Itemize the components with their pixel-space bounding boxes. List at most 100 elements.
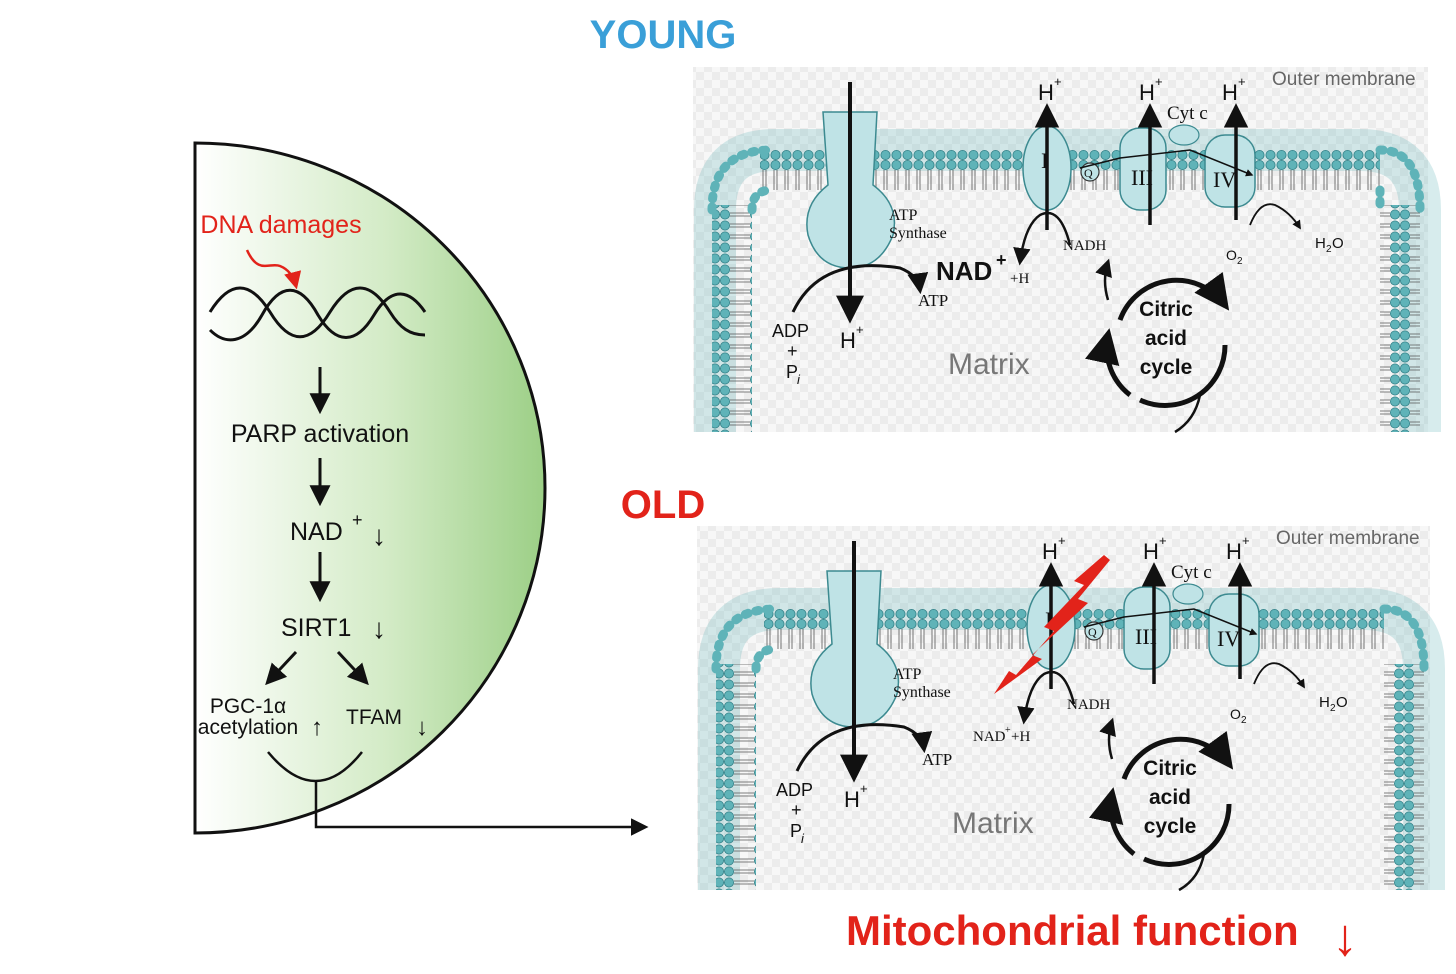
pi-label: P: [786, 362, 798, 382]
matrix-label: Matrix: [948, 348, 1030, 381]
pgc-label-line1: PGC-1α: [210, 695, 286, 718]
citric-label-1: Citric: [1139, 298, 1193, 321]
h2o-label-o: O: [1332, 235, 1344, 252]
damage-squiggle-arrow: [245, 249, 302, 290]
citric-acid-cycle: [1085, 258, 1230, 434]
pgc-label-line2: acetylation: [198, 716, 298, 739]
o2-label: O: [1230, 706, 1241, 722]
complex-iv-h-plus: +: [1242, 533, 1250, 548]
complex-i-label: I: [1041, 148, 1048, 173]
complex-iv-h-label: H: [1222, 80, 1238, 105]
o2-to-h2o-arrow: [1253, 662, 1305, 689]
citric-acid-cycle: [1089, 717, 1234, 892]
coenzyme-q-label: Q: [1084, 166, 1093, 180]
o2-subscript: 2: [1237, 256, 1243, 267]
old-header: OLD: [621, 483, 705, 527]
complex-iii-label: III: [1135, 624, 1157, 649]
adp-to-atp-arrow: [795, 723, 933, 772]
complex-i-label: I: [1045, 607, 1052, 632]
pi-subscript: i: [801, 831, 805, 846]
complex-i-h-plus: +: [1054, 74, 1062, 89]
complex-iv-label: IV: [1213, 167, 1236, 192]
complex-i-h-label: H: [1042, 539, 1058, 564]
complex-iii-protein: [1119, 127, 1167, 211]
parp-label: PARP activation: [231, 420, 409, 448]
outer-membrane-label: Outer membrane: [1276, 528, 1420, 549]
complex-iv-protein: [1204, 134, 1256, 208]
matrix-h-plus: +: [860, 781, 868, 796]
nadh-to-nad-arrow: [1013, 211, 1072, 266]
complex-iii-h-label: H: [1143, 539, 1159, 564]
atp-label: ATP: [918, 291, 948, 310]
h2o-label-o: O: [1336, 694, 1348, 711]
h2o-subscript: 2: [1326, 244, 1332, 255]
adp-label: ADP: [772, 321, 809, 341]
young-nad-superscript: +: [996, 250, 1007, 270]
mito-function-down-arrow: ↓: [1332, 909, 1358, 967]
atp-synthase-label-1: ATP: [889, 207, 918, 224]
coenzyme-q-icon: [1080, 162, 1100, 182]
old-nad-label: NAD: [973, 729, 1006, 745]
nadh-to-nad-arrow: [1017, 670, 1076, 725]
h2o-subscript: 2: [1330, 703, 1336, 714]
pi-label: P: [790, 821, 802, 841]
tfam-label: TFAM: [346, 706, 402, 729]
sirt1-label: SIRT1: [281, 614, 351, 642]
h2o-label-h: H: [1319, 694, 1330, 711]
nad-down-arrow: ↓: [372, 520, 386, 551]
o2-label: O: [1226, 247, 1237, 263]
outer-membrane-label: Outer membrane: [1272, 69, 1416, 90]
atp-synthase-label-2: Synthase: [889, 225, 947, 242]
complex-iv-h-label: H: [1226, 539, 1242, 564]
cyt-c-label: Cyt c: [1171, 562, 1212, 583]
nadh-label: NADH: [1063, 238, 1106, 254]
cell-body: [193, 141, 547, 835]
pi-subscript: i: [797, 372, 801, 387]
complex-i-h-plus: +: [1058, 533, 1066, 548]
arrow-to-mitochondria: [314, 782, 649, 836]
tfam-down-arrow: ↓: [416, 714, 428, 741]
citric-label-2: acid: [1149, 786, 1191, 809]
cell-panel: DNA damages PARP activation NAD + ↓ SIRT…: [193, 141, 649, 836]
complex-iv-protein: [1208, 593, 1260, 667]
matrix-h-label: H: [844, 787, 860, 812]
complex-iii-h-plus: +: [1155, 74, 1163, 89]
nad-superscript: +: [352, 510, 363, 530]
old-nad-h-label: +H: [1011, 729, 1030, 745]
h2o-label-h: H: [1315, 235, 1326, 252]
citric-label-3: cycle: [1140, 356, 1193, 379]
young-header: YOUNG: [590, 13, 737, 57]
cyt-c-label: Cyt c: [1167, 103, 1208, 124]
atp-label: ATP: [922, 750, 952, 769]
matrix-label: Matrix: [952, 807, 1034, 840]
citric-label-3: cycle: [1144, 815, 1197, 838]
damage-lightning-arrow-icon: [994, 555, 1110, 694]
cyt-c-icon: [1168, 124, 1200, 146]
complex-iii-protein: [1123, 586, 1171, 670]
complex-i-h-label: H: [1038, 80, 1054, 105]
coenzyme-q-label: Q: [1088, 625, 1097, 639]
sirt1-down-arrow: ↓: [372, 613, 386, 644]
o2-subscript: 2: [1241, 715, 1247, 726]
nad-label: NAD: [290, 518, 343, 546]
citric-label-2: acid: [1145, 327, 1187, 350]
atp-synthase-label-2: Synthase: [893, 684, 951, 701]
electron-flow-arrow: [1083, 608, 1258, 636]
cyt-c-icon: [1172, 583, 1204, 605]
dna-damage-label: DNA damages: [200, 211, 361, 239]
matrix-h-label: H: [840, 328, 856, 353]
mitochondrion-young: Outer membrane ATP Synthase ATP ADP + P …: [693, 67, 1441, 434]
complex-iv-label: IV: [1217, 626, 1240, 651]
adp-plus: +: [791, 800, 802, 820]
nadh-label: NADH: [1067, 697, 1110, 713]
pgc-up-arrow: ↑: [311, 714, 323, 741]
complex-iii-h-label: H: [1139, 80, 1155, 105]
o2-to-h2o-arrow: [1249, 203, 1301, 230]
adp-plus: +: [787, 341, 798, 361]
complex-iii-label: III: [1131, 165, 1153, 190]
mito-function-label: Mitochondrial function: [846, 907, 1299, 954]
mitochondrion-old: Outer membrane ATP Synthase ATP ADP + P …: [697, 526, 1445, 892]
adp-to-atp-arrow: [791, 264, 929, 313]
complex-iv-h-plus: +: [1238, 74, 1246, 89]
